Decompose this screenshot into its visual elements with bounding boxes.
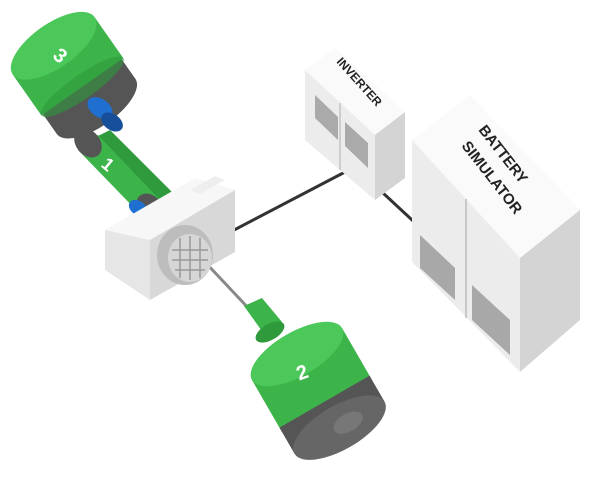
inverter-cabinet: INVERTER (305, 48, 405, 200)
motor-2: 2 (250, 321, 386, 460)
battery-simulator-cabinet: BATTERY SIMULATOR (412, 95, 580, 372)
motor-3: 3 (10, 11, 138, 139)
coupling-2 (244, 298, 285, 343)
cable-hub-to-inverter (214, 170, 346, 242)
shaft-to-motor-2 (203, 260, 254, 314)
gear-hub (157, 225, 213, 285)
coupling-3-1 (87, 97, 123, 132)
